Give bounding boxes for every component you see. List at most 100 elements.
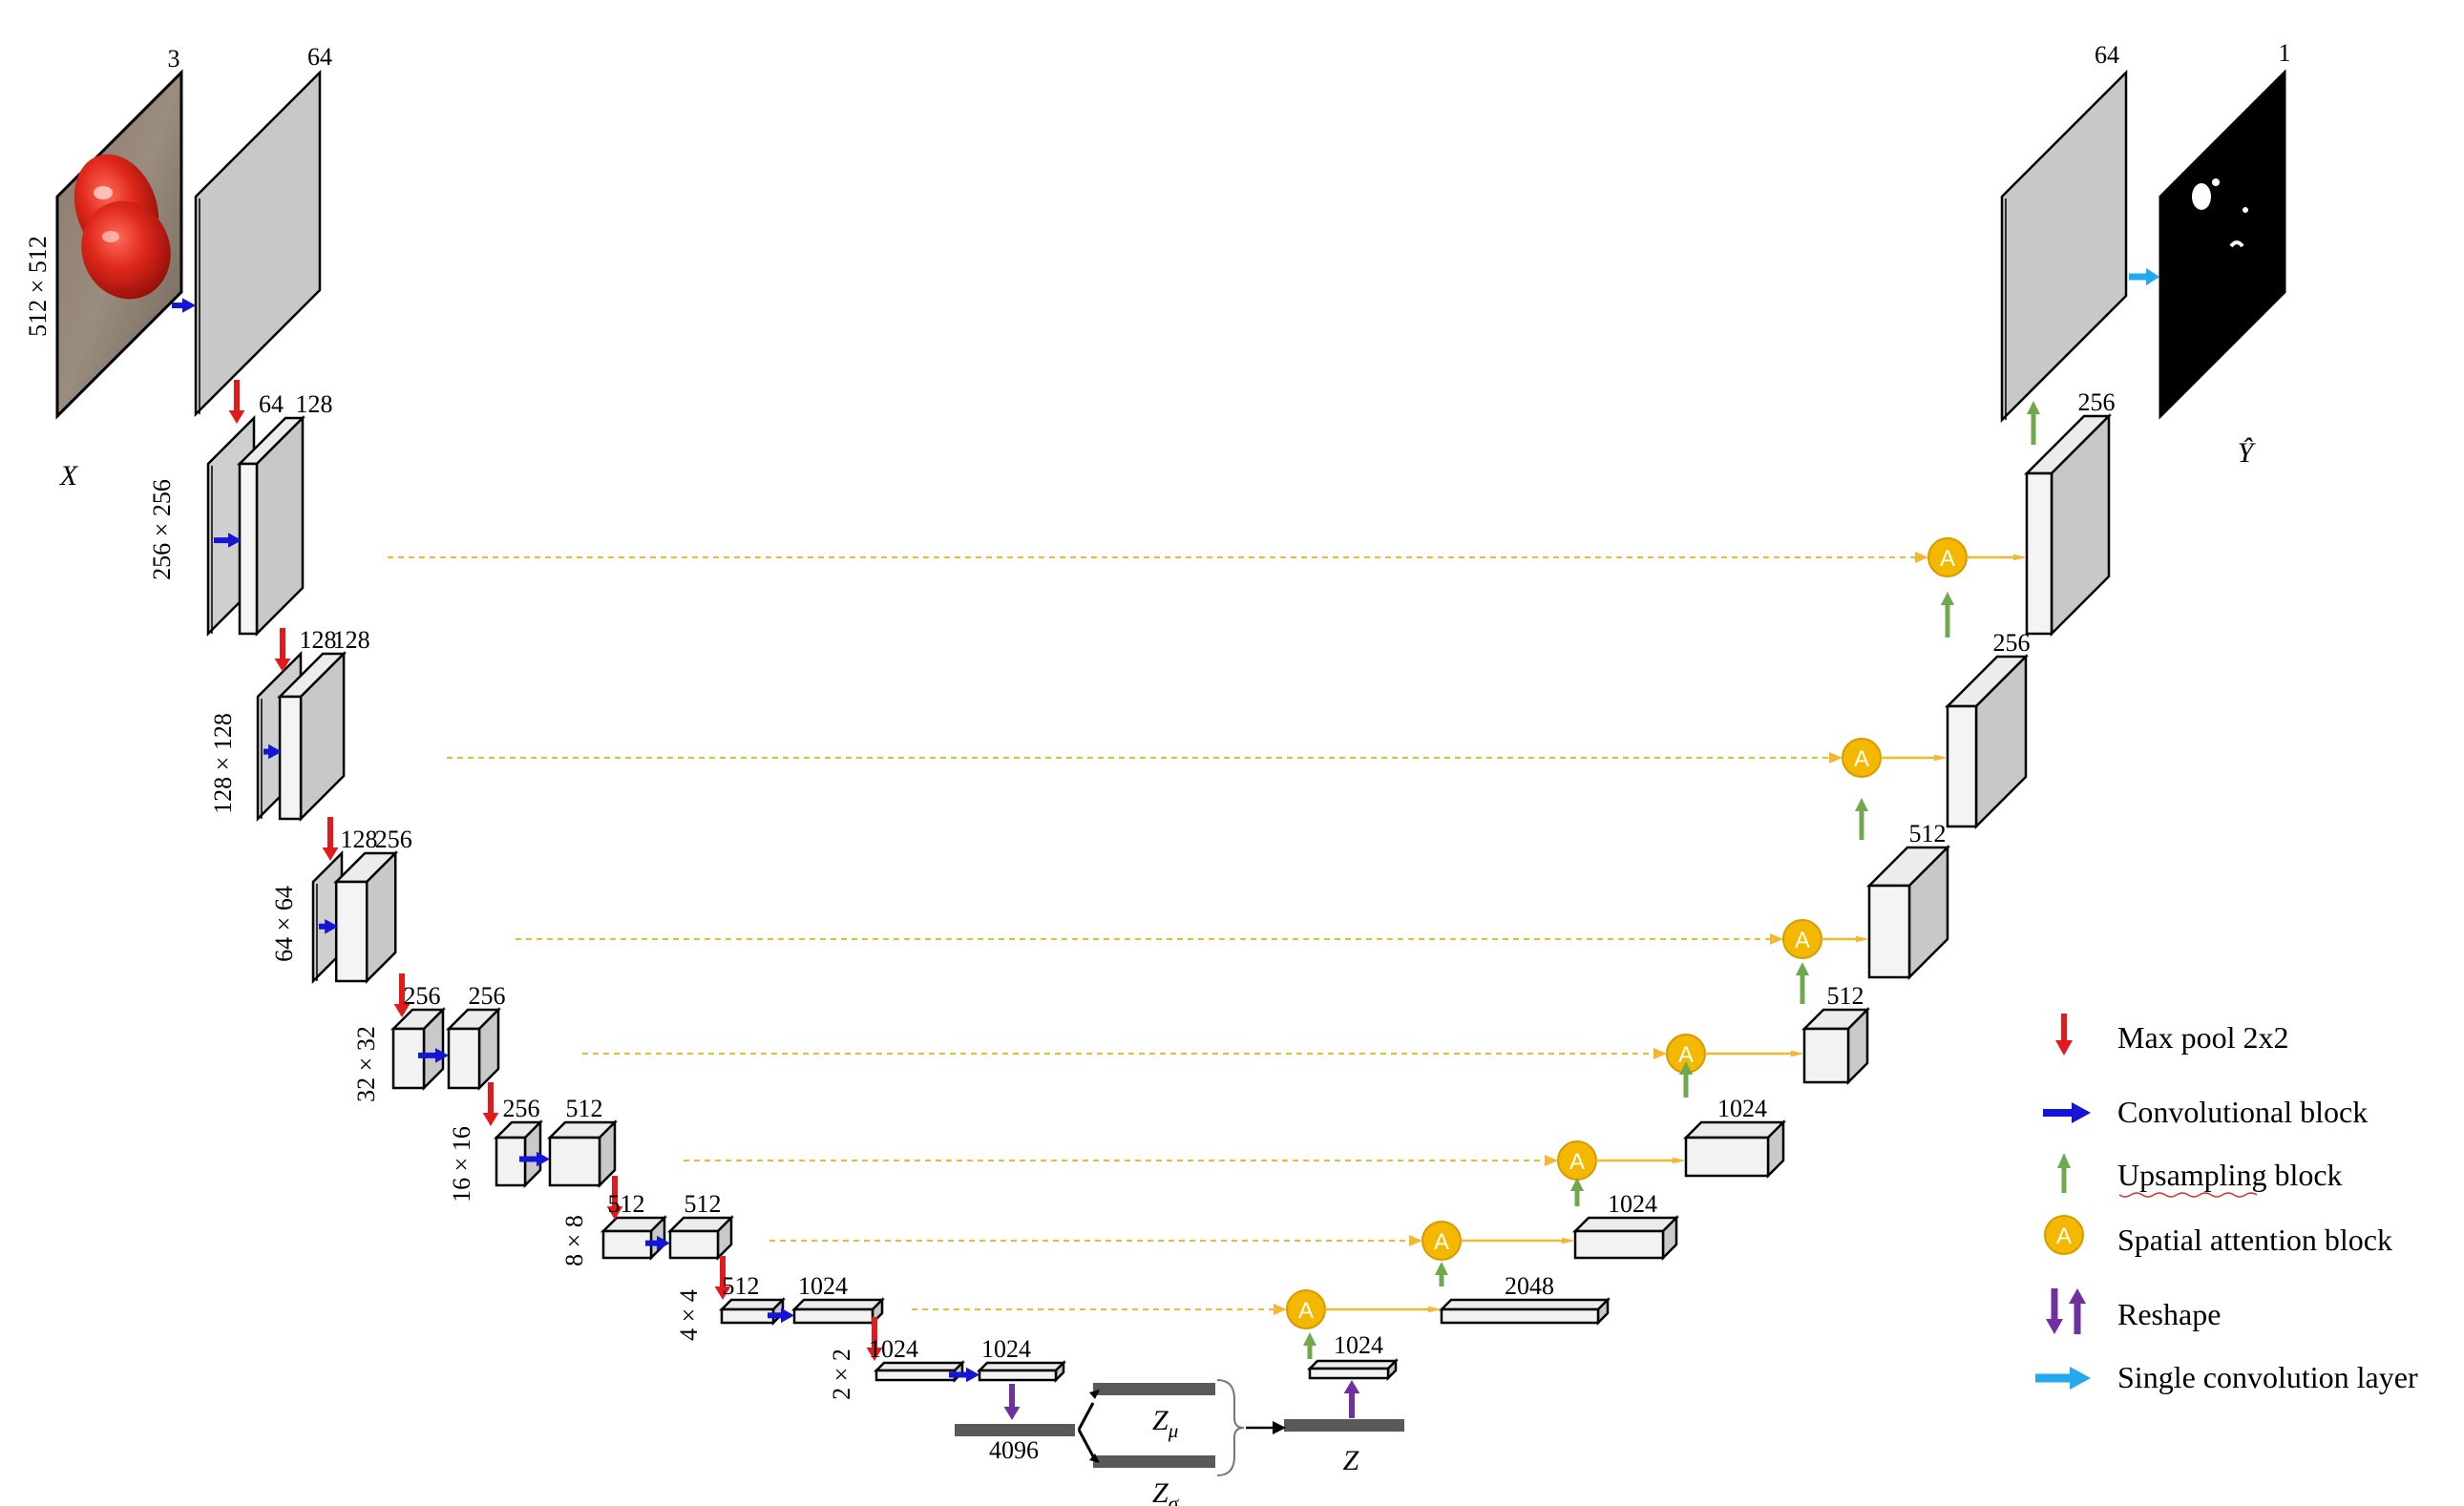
svg-text:A: A <box>1298 1298 1314 1324</box>
legend-item-single: Single convolution layer <box>2035 1360 2418 1394</box>
attention-block-7: A <box>1927 537 1968 577</box>
enc-block-5-b <box>546 1119 619 1189</box>
first-conv-sheet <box>194 69 322 418</box>
svg-text:A: A <box>1795 928 1810 953</box>
enc-8-c1-label: 1024 <box>869 1335 918 1363</box>
enc-block-6-b <box>666 1214 735 1262</box>
enc-block-8-b <box>976 1359 1067 1384</box>
conv-arrow-1 <box>214 533 242 548</box>
legend-label-maxpool: Max pool 2x2 <box>2117 1020 2289 1055</box>
dec-2-label: 1024 <box>1608 1190 1657 1218</box>
skip-connection-6 <box>447 752 1843 763</box>
skip-connection-5 <box>516 933 1783 945</box>
attention-block-5: A <box>1782 919 1822 959</box>
enc-2-size-label: 128 × 128 <box>209 713 237 814</box>
latent-bars <box>955 1379 1404 1476</box>
dec-block-5 <box>1865 844 1951 981</box>
single-conv-icon <box>2035 1367 2091 1390</box>
enc-3-size-label: 64 × 64 <box>270 886 298 962</box>
dec-4-label: 512 <box>1827 982 1864 1010</box>
skip-connections <box>388 552 1928 1315</box>
input-channels-label: 3 <box>168 45 180 73</box>
enc-5-size-label: 16 × 16 <box>448 1126 475 1203</box>
attention-icon: A <box>2044 1215 2084 1255</box>
enc-2-c2-label: 128 <box>333 626 370 654</box>
conv-arrow-4 <box>418 1048 449 1063</box>
conv-icon <box>2043 1102 2091 1123</box>
enc-1-size-label: 256 × 256 <box>148 479 176 580</box>
split-connector <box>1077 1402 1095 1457</box>
enc-6-c1-label: 512 <box>608 1190 645 1218</box>
upsample-arrow-6 <box>1855 798 1868 840</box>
svg-text:A: A <box>1434 1229 1449 1255</box>
maxpool-arrow-2 <box>274 628 291 672</box>
attn-to-block-3 <box>1596 1157 1686 1164</box>
conv-arrow-2 <box>263 743 283 760</box>
enc-4-size-label: 32 × 32 <box>352 1026 380 1102</box>
enc-block-5-a <box>493 1119 544 1189</box>
enc-1-c1-label: 64 <box>259 390 284 418</box>
output-variable-label: Ŷ <box>2238 437 2257 469</box>
z-mu-bar <box>1093 1383 1215 1395</box>
upsample-arrow-5 <box>1796 962 1809 1004</box>
enc-1-c2-label: 128 <box>296 390 333 418</box>
conv-arrow-5 <box>519 1151 550 1167</box>
z-mu-label: Zμ <box>1152 1405 1178 1442</box>
enc-block-3-b <box>333 849 399 985</box>
conv-arrow-3 <box>319 919 339 934</box>
legend-item-reshape: Reshape <box>2046 1288 2221 1334</box>
maxpool-arrow-1 <box>228 380 245 424</box>
input-variable-label: X <box>59 460 79 492</box>
upsample-arrow-3 <box>1570 1178 1584 1206</box>
enc-3-c2-label: 256 <box>375 826 412 853</box>
legend-item-maxpool: Max pool 2x2 <box>2055 1014 2289 1056</box>
enc-block-4-a <box>390 1006 447 1092</box>
skip-connection-4 <box>582 1048 1667 1059</box>
maxpool-arrow-6 <box>606 1176 623 1220</box>
feature-map-blocks <box>194 69 2128 1384</box>
enc-5-c1-label: 256 <box>503 1095 540 1122</box>
legend-label-conv: Convolutional block <box>2117 1095 2368 1129</box>
enc-block-4-b <box>445 1006 502 1092</box>
reshape-arrow-down <box>1003 1384 1021 1420</box>
flat-size-label: 4096 <box>989 1436 1039 1464</box>
dec-block-7 <box>2023 412 2113 638</box>
brace <box>1216 1379 1245 1476</box>
enc-5-c2-label: 512 <box>566 1095 603 1122</box>
skip-connection-7 <box>388 552 1928 563</box>
dec-block-6 <box>1944 653 2030 830</box>
z-bar <box>1284 1419 1404 1432</box>
svg-text:A: A <box>1940 546 1955 572</box>
enc-block-7-b <box>790 1296 886 1327</box>
conv-arrow-6 <box>645 1235 670 1251</box>
legend-label-upsample: Upsampling block <box>2117 1158 2343 1192</box>
maxpool-arrow-7 <box>714 1256 731 1300</box>
upsample-arrow-final <box>2027 401 2040 445</box>
spellcheck-underline <box>2118 1192 2258 1198</box>
first-conv-channels-label: 64 <box>307 43 332 71</box>
dec-5-label: 512 <box>1909 820 1947 847</box>
enc-6-c2-label: 512 <box>684 1190 722 1218</box>
maxpool-arrow-3 <box>322 817 339 861</box>
dec-7-label: 256 <box>2078 388 2116 416</box>
reshape-icon <box>2046 1288 2086 1334</box>
dec-1-label: 2048 <box>1505 1272 1554 1300</box>
output-mask <box>2159 69 2286 420</box>
attn-to-block-4 <box>1705 1050 1804 1057</box>
dec-block-1 <box>1438 1296 1611 1327</box>
attention-block-2: A <box>1422 1221 1462 1261</box>
attention-block-6: A <box>1842 738 1882 778</box>
enc-2-c1-label: 128 <box>300 626 337 654</box>
z-sigma-bar <box>1093 1455 1215 1468</box>
z-block <box>1306 1357 1400 1382</box>
input-image <box>55 69 183 420</box>
enc-4-c2-label: 256 <box>469 982 506 1010</box>
enc-3-c1-label: 128 <box>341 826 378 853</box>
skip-connection-2 <box>769 1235 1422 1246</box>
maxpool-icon <box>2055 1014 2073 1056</box>
conv-arrow-input <box>172 298 196 313</box>
upsample-icon <box>2057 1153 2071 1193</box>
input-size-label: 512 × 512 <box>24 236 52 337</box>
